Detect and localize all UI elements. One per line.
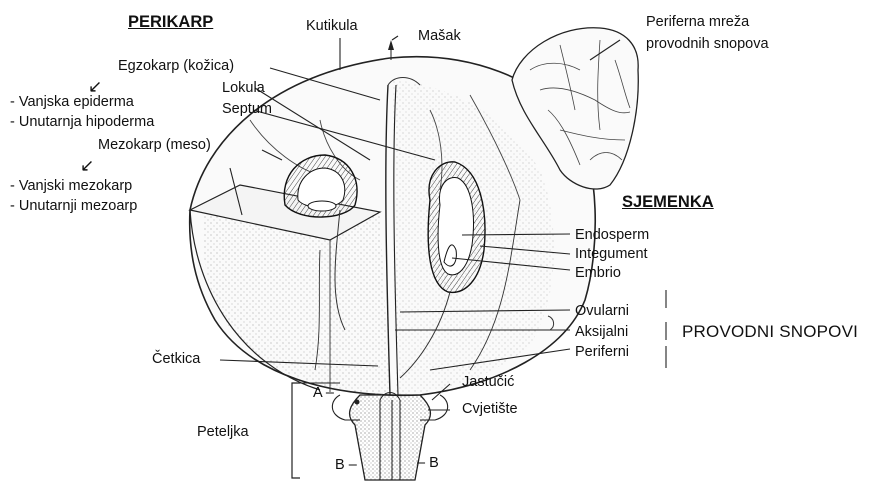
exocarp-item-outer-epidermis: - Vanjska epiderma <box>10 94 134 111</box>
marker-a-left: A – <box>313 385 334 402</box>
bloom-label: Mašak <box>418 28 461 45</box>
seed-item-embryo: Embrio <box>575 265 621 282</box>
down-left-arrow-icon: ↙ <box>80 157 94 174</box>
brush-label: Četkica <box>152 351 200 368</box>
mesocarp-label: Mezokarp (meso) <box>98 137 211 154</box>
exocarp-label: Egzokarp (kožica) <box>118 58 234 75</box>
seed-item-endosperm: Endosperm <box>575 227 649 244</box>
receptacle-label: Cvjetište <box>462 401 518 418</box>
pedicel-bracket <box>292 383 300 478</box>
seed-item-integument: Integument <box>575 246 648 263</box>
seed-heading: SJEMENKA <box>622 194 714 211</box>
marker-b-right: – B <box>417 455 439 472</box>
mesocarp-item-outer: - Vanjski mezokarp <box>10 178 132 195</box>
cuticle-label: Kutikula <box>306 18 358 35</box>
peripheral-network-label-line1: Periferna mreža <box>646 14 749 31</box>
pedicel-label: Peteljka <box>197 424 249 441</box>
cushion-label: Jastučić <box>462 374 514 391</box>
exocarp-item-inner-hypodermis: - Unutarnja hipoderma <box>10 114 154 131</box>
locule-label: Lokula <box>222 80 265 97</box>
septum-label: Septum <box>222 101 272 118</box>
bundle-item-axial: Aksijalni <box>575 324 628 341</box>
marker-b-left: B – <box>335 457 357 474</box>
vascular-bundles-title: PROVODNI SNOPOVI <box>682 323 858 340</box>
peripheral-network-label-line2: provodnih snopova <box>646 36 769 53</box>
mesocarp-item-inner: - Unutarnji mezoarp <box>10 198 137 215</box>
pericarp-heading: PERIKARP <box>128 14 213 31</box>
bundle-item-peripheral: Periferni <box>575 344 629 361</box>
down-left-arrow-icon: ↙ <box>88 78 102 95</box>
bundle-item-ovular: Ovularni <box>575 303 629 320</box>
